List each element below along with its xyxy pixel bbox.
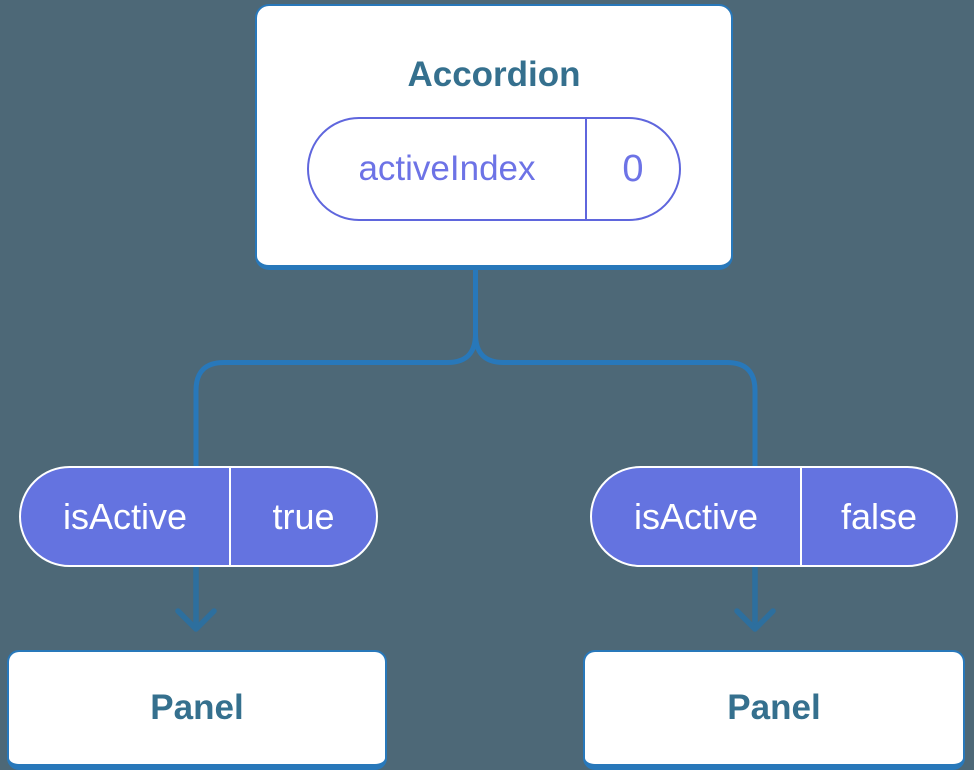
- arrow-down-right-icon: [734, 562, 776, 632]
- panel-component-card-right: Panel: [583, 650, 965, 770]
- prop-name-label: isActive: [592, 468, 802, 565]
- state-pill: activeIndex 0: [307, 117, 681, 221]
- prop-pill-isactive-true: isActive true: [19, 466, 378, 567]
- arrow-down-left-icon: [175, 562, 217, 632]
- component-title: Accordion: [407, 55, 581, 94]
- component-title: Panel: [727, 688, 821, 727]
- prop-value: true: [272, 495, 335, 537]
- panel-component-card-left: Panel: [7, 650, 387, 770]
- connector-root-to-right-child: [473, 267, 758, 468]
- prop-name-label: isActive: [21, 468, 231, 565]
- component-title: Panel: [150, 688, 244, 727]
- prop-pill-isactive-false: isActive false: [590, 466, 958, 567]
- accordion-component-card: Accordion activeIndex 0: [255, 4, 733, 270]
- prop-value: false: [840, 495, 918, 537]
- connector-root-to-left-child: [193, 267, 478, 468]
- state-value: 0: [622, 147, 644, 190]
- state-name-label: activeIndex: [309, 119, 587, 219]
